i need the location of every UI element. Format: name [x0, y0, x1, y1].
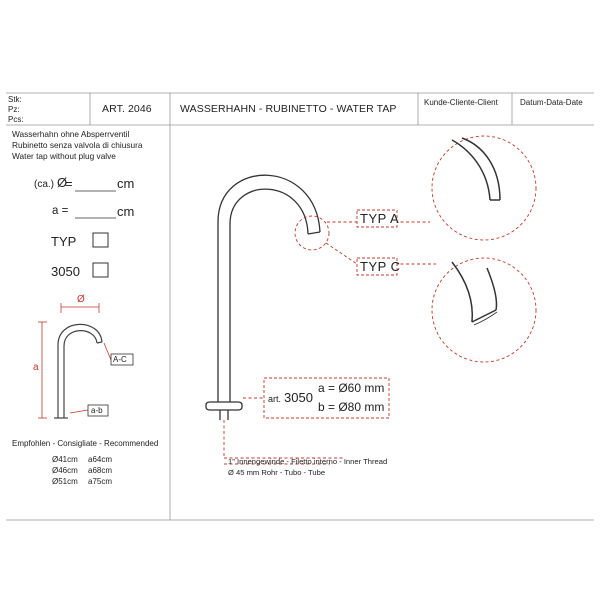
typ-c-frame: [356, 257, 398, 276]
article-prefix: art.: [268, 394, 282, 404]
thread-note: 1" Innengewinde - Filetto interno - Inne…: [228, 457, 388, 466]
a-label: a =: [52, 205, 69, 217]
detail-c-tube: [451, 261, 498, 326]
a-unit: cm: [117, 204, 135, 219]
code-checkbox[interactable]: [92, 262, 109, 278]
form-blanks: [75, 190, 116, 219]
small-diameter-label: Ø: [77, 294, 85, 305]
article-number: ART. 2046: [102, 103, 152, 115]
tube-note: Ø 45 mm Rohr - Tubo - Tube: [228, 468, 326, 477]
small-dimension-lines: [38, 303, 112, 419]
recommended-title: Empfohlen - Consigliate - Recommended: [12, 439, 159, 448]
recommended-diameter-1: Ø41cm: [52, 455, 78, 464]
recommended-diameter-3: Ø51cm: [52, 477, 78, 486]
base-type-label: a-b: [91, 406, 103, 415]
recommended-diameter-2: Ø46cm: [52, 466, 78, 475]
article-code: 3050: [284, 390, 313, 405]
typ-a-label: TYP A: [360, 211, 400, 226]
diameter-unit: cm: [117, 176, 135, 191]
typ-a-frame: [356, 209, 398, 228]
description-de: Wasserhahn ohne Absperrventil: [12, 129, 130, 139]
article-a-dimension: a = Ø60 mm: [318, 381, 385, 395]
article-frame: [263, 377, 390, 419]
drawing-title: WASSERHAHN - RUBINETTO - WATER TAP: [180, 103, 397, 115]
main-tap-drawing: [205, 174, 321, 420]
diameter-prefix: (ca.): [34, 179, 54, 190]
typ-c-label: TYP C: [360, 259, 401, 274]
small-height-label: a: [33, 362, 39, 373]
typ-checkbox[interactable]: [92, 232, 109, 248]
pz-label: Pz:: [8, 105, 20, 114]
recommended-height-2: a68cm: [88, 466, 113, 475]
description-en: Water tap without plug valve: [12, 151, 116, 161]
pcs-label: Pcs:: [8, 115, 24, 124]
stk-label: Stk:: [8, 95, 22, 104]
detail-a-tube: [451, 137, 501, 201]
date-field-label: Datum-Data-Date: [520, 98, 583, 107]
typ-label: TYP: [51, 234, 77, 249]
article-b-dimension: b = Ø80 mm: [318, 400, 385, 414]
header-table-lines: [6, 92, 594, 521]
recommended-height-3: a75cm: [88, 477, 113, 486]
code-label: 3050: [51, 264, 80, 279]
outlet-type-label: A-C: [113, 355, 127, 364]
small-tap-drawing: [54, 323, 103, 419]
diameter-symbol: Ø: [57, 175, 68, 190]
detail-callout-lines: [223, 135, 537, 465]
description-it: Rubinetto senza valvola di chiusura: [12, 140, 143, 150]
recommended-height-1: a64cm: [88, 455, 113, 464]
client-field-label: Kunde-Cliente-Client: [424, 98, 498, 107]
